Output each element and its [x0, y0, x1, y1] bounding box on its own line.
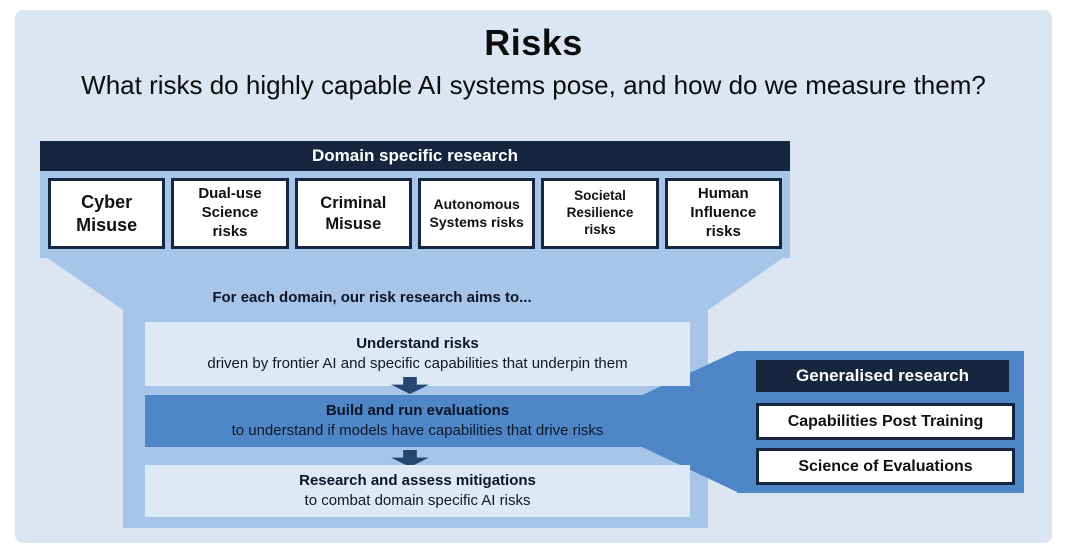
domain-box-dual-use-science: Dual-use Science risks: [171, 178, 289, 249]
domain-box-societal-resilience: Societal Resilience risks: [541, 178, 659, 249]
funnel-intro-text: For each domain, our risk research aims …: [212, 289, 532, 306]
generalised-box-science-of-evaluations: Science of Evaluations: [756, 448, 1015, 485]
step-research-assess-mitigations: Research and assess mitigations to comba…: [145, 465, 690, 517]
page-title: Risks: [484, 22, 583, 63]
step-title: Understand risks: [356, 334, 479, 352]
step-build-run-evaluations: Build and run evaluations to understand …: [145, 395, 690, 447]
funnel-trapezoid-shape: [40, 253, 790, 310]
step-title: Build and run evaluations: [325, 401, 510, 419]
domain-box-autonomous-systems: Autonomous Systems risks: [417, 178, 536, 249]
page-subtitle: What risks do highly capable AI systems …: [81, 70, 986, 100]
domain-box-row: Cyber Misuse Dual-use Science risks Crim…: [48, 178, 782, 249]
domain-box-human-influence: Human Influence risks: [664, 178, 782, 249]
generalised-research-header: Generalised research: [756, 360, 1009, 392]
domain-box-cyber-misuse: Cyber Misuse: [48, 178, 166, 249]
step-title: Research and assess mitigations: [299, 471, 536, 489]
generalised-box-capabilities-post-training: Capabilities Post Training: [756, 403, 1015, 440]
step-description: to understand if models have capabilitie…: [231, 422, 604, 439]
step-description: to combat domain specific AI risks: [304, 492, 531, 509]
step-understand-risks: Understand risks driven by frontier AI a…: [145, 322, 690, 386]
step-description: driven by frontier AI and specific capab…: [207, 355, 628, 372]
domain-specific-research-header: Domain specific research: [40, 141, 790, 171]
domain-box-criminal-misuse: Criminal Misuse: [294, 178, 412, 249]
